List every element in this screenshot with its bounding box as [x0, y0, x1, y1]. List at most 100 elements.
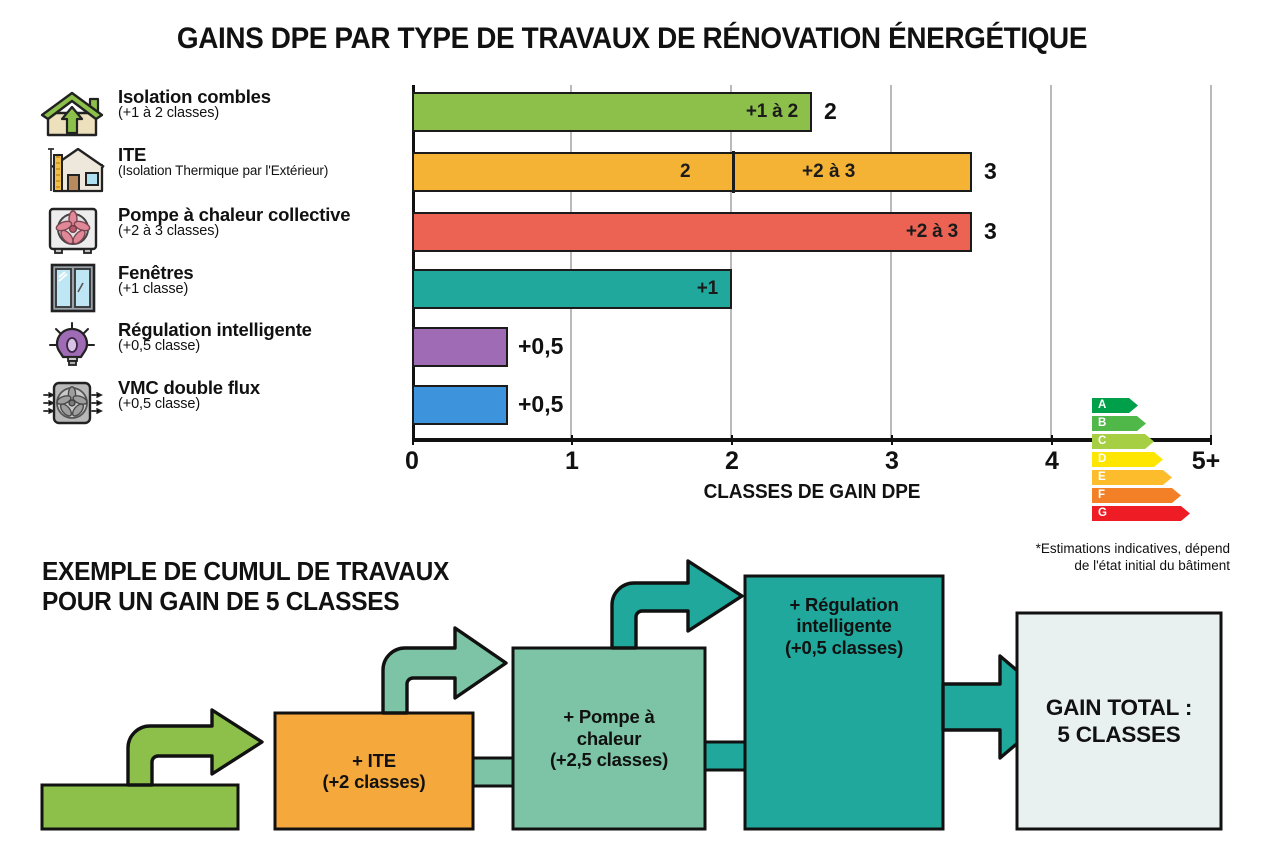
bar-label-title: Isolation combles — [118, 86, 271, 107]
x-tick-2: 2 — [725, 447, 739, 475]
bar-label-sub: (+1 classe) — [118, 281, 189, 298]
plot-area — [412, 85, 1212, 442]
y-axis-line — [412, 85, 415, 441]
dpe-class-row: D — [1092, 452, 1202, 469]
dpe-class-letter: G — [1098, 507, 1107, 519]
bar-label-ite: ITE (Isolation Thermique par l'Extérieur… — [118, 145, 458, 178]
bar-label-pompe-chaleur: Pompe à chaleur collective (+2 à 3 class… — [118, 205, 448, 239]
bar-inner-label: +2 à 3 — [905, 221, 958, 242]
bar-rows: Isolation combles (+1 à 2 classes) +1 à … — [0, 85, 1264, 435]
dpe-arrow-b — [1092, 416, 1146, 431]
footnote-line1: *Estimations indicatives, dépend — [1035, 541, 1230, 556]
gridline-4 — [1050, 85, 1052, 441]
window-icon — [38, 263, 108, 313]
dpe-class-letter: E — [1098, 471, 1106, 483]
bar-row-ite: ITE (Isolation Thermique par l'Extérieur… — [0, 143, 1264, 203]
tickmark-3 — [891, 435, 894, 445]
tickmark-0 — [412, 435, 415, 445]
bar-pompe-chaleur: +2 à 3 — [412, 212, 972, 252]
house-wall-insulation-icon — [38, 145, 108, 195]
gain-total-block: GAIN TOTAL : 5 CLASSES — [1017, 613, 1221, 829]
flow-diagram — [40, 559, 1223, 831]
ite-block-label: + ITE (+2 classes) — [314, 750, 433, 793]
bar-segment-divider — [732, 151, 735, 193]
house-attic-insulation-icon — [38, 89, 108, 139]
bar-outside-value-regulation: +0,5 — [518, 333, 564, 359]
bar-segment-label-2: +2 à 3 — [802, 161, 856, 182]
bar-chart: Isolation combles (+1 à 2 classes) +1 à … — [0, 85, 1264, 521]
bar-outside-value-vmc: +0,5 — [518, 391, 564, 417]
bar-row-fenetres: Fenêtres (+1 classe) +1 — [0, 263, 1264, 319]
footnote-line2: de l'état initial du bâtiment — [1074, 558, 1230, 573]
ite-label-line1: + ITE — [352, 749, 396, 771]
ite-label-line2: (+2 classes) — [322, 771, 426, 792]
bar-inner-label: +1 à 2 — [745, 101, 798, 122]
x-tick-0: 0 — [405, 447, 419, 475]
pac-label-line1: + Pompe à — [563, 706, 655, 728]
x-tick-5: 5+ — [1191, 447, 1221, 475]
gridline-3 — [890, 85, 892, 441]
bar-label-sub: (+1 à 2 classes) — [118, 105, 220, 122]
bar-label-title: Pompe à chaleur collective — [118, 204, 351, 225]
footnote: *Estimations indicatives, dépend de l'ét… — [955, 540, 1230, 574]
bar-label-vmc: VMC double flux (+0,5 classe) — [118, 378, 418, 412]
bar-label-sub: (+0,5 classe) — [118, 396, 201, 413]
bar-label-title: Régulation intelligente — [118, 319, 312, 340]
dpe-class-letter: B — [1098, 417, 1107, 429]
bar-label-sub: (+2 à 3 classes) — [118, 223, 220, 240]
bar-segment-label-1: 2 — [680, 161, 691, 182]
gridline-1 — [570, 85, 572, 441]
x-tick-4: 4 — [1045, 447, 1059, 475]
pompe-chaleur-block: + Pompe à chaleur (+2,5 classes) — [513, 648, 705, 829]
bar-regulation — [412, 327, 508, 367]
tickmark-5 — [1210, 435, 1213, 445]
bar-row-regulation: Régulation intelligente (+0,5 classe) +0… — [0, 319, 1264, 377]
x-tick-1: 1 — [565, 447, 579, 475]
dpe-class-row: G — [1092, 506, 1202, 523]
bar-inner-label: +1 — [696, 278, 718, 299]
reg-label-line1: + Régulation — [789, 594, 899, 615]
bar-isolation-combles: +1 à 2 — [412, 92, 812, 132]
pac-label-line3: (+2,5 classes) — [549, 749, 669, 771]
page-title: GAINS DPE PAR TYPE DE TRAVAUX DE RÉNOVAT… — [176, 22, 1088, 55]
bar-end-value-ite: 3 — [984, 158, 997, 184]
total-label-line2: 5 CLASSES — [1057, 722, 1181, 747]
bar-label-sub: (+0,5 classe) — [118, 338, 201, 355]
bar-vmc — [412, 385, 508, 425]
x-axis-ticks: 0 1 2 3 4 5+ — [405, 435, 1220, 481]
dpe-class-letter: F — [1098, 489, 1106, 501]
reg-label-line2: intelligente — [796, 615, 892, 637]
dpe-arrow-d — [1092, 452, 1163, 467]
dpe-energy-label: A B C D — [1092, 398, 1202, 526]
bar-end-value-isolation-combles: 2 — [824, 98, 837, 124]
gridline-2 — [730, 85, 732, 441]
bar-label-title: Fenêtres — [118, 262, 194, 283]
dpe-class-letter: A — [1098, 399, 1107, 411]
vmc-fan-icon — [38, 379, 108, 429]
dpe-class-row: C — [1092, 434, 1202, 451]
pac-label-line2: chaleur — [576, 727, 642, 749]
dpe-arrow-g — [1092, 506, 1190, 521]
x-axis-line — [412, 438, 1212, 442]
x-axis-label: CLASSES DE GAIN DPE — [703, 481, 921, 503]
bar-row-pompe-chaleur: Pompe à chaleur collective (+2 à 3 class… — [0, 203, 1264, 263]
tickmark-4 — [1051, 435, 1054, 445]
ite-block: + ITE (+2 classes) — [275, 713, 473, 829]
bar-label-regulation: Régulation intelligente (+0,5 classe) — [118, 320, 418, 354]
dpe-class-row: E — [1092, 470, 1202, 487]
tickmark-1 — [571, 435, 574, 445]
dpe-class-row: F — [1092, 488, 1202, 505]
bar-label-sub: (Isolation Thermique par l'Extérieur) — [118, 163, 329, 179]
dpe-arrow-e — [1092, 470, 1172, 485]
regulation-block-label: + Régulation intelligente (+0,5 classes) — [777, 594, 911, 658]
heat-pump-icon — [38, 205, 108, 255]
total-label-line1: GAIN TOTAL : — [1045, 694, 1193, 720]
smart-bulb-icon — [38, 321, 108, 371]
bar-label-isolation-combles: Isolation combles (+1 à 2 classes) — [118, 87, 418, 121]
bar-row-vmc: VMC double flux (+0,5 classe) +0,5 — [0, 377, 1264, 435]
bar-end-value-pompe-chaleur: 3 — [984, 218, 997, 244]
section2-title-line2: POUR UN GAIN DE 5 CLASSES — [42, 587, 400, 616]
cumul-section: EXEMPLE DE CUMUL DE TRAVAUX POUR UN GAIN… — [0, 520, 1264, 848]
gridline-5 — [1210, 85, 1212, 441]
